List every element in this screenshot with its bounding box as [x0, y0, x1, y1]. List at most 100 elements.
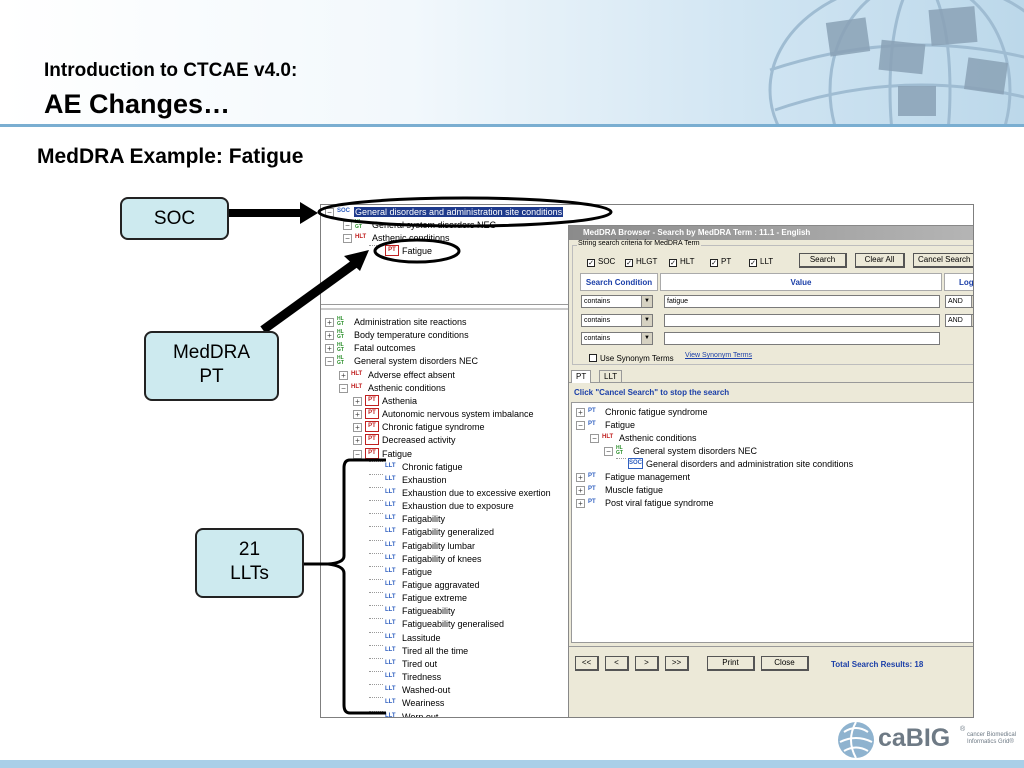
condition-select-1[interactable]: contains▼ [581, 295, 653, 308]
tab-llt[interactable]: LLT [599, 370, 623, 383]
expand-icon[interactable]: + [325, 331, 334, 341]
clear-all-button[interactable]: Clear All [855, 253, 905, 268]
print-button[interactable]: Print [707, 656, 755, 671]
checkbox-icon[interactable]: ✓ [749, 259, 757, 267]
cancel-search-button[interactable]: Cancel Search [913, 253, 973, 268]
checkbox-hlgt[interactable]: ✓HLGT [625, 257, 658, 267]
checkbox-pt[interactable]: ✓PT [710, 257, 732, 267]
use-synonym-checkbox[interactable]: Use Synonym Terms [589, 353, 674, 364]
first-page-button[interactable]: << [575, 656, 599, 671]
close-button[interactable]: Close [761, 656, 809, 671]
collapse-icon[interactable]: − [339, 383, 348, 393]
collapse-icon[interactable]: − [343, 234, 352, 243]
chevron-down-icon[interactable]: ▼ [641, 296, 652, 307]
soc-icon: SOC [628, 458, 644, 469]
expand-icon[interactable]: + [353, 436, 362, 446]
checkbox-icon[interactable]: ✓ [710, 259, 718, 267]
value-input-3[interactable] [664, 332, 940, 345]
checkbox-icon[interactable]: ✓ [625, 259, 633, 267]
view-synonym-link[interactable]: View Synonym Terms [685, 352, 753, 359]
expand-icon[interactable]: + [576, 473, 585, 482]
search-button[interactable]: Search [799, 253, 847, 268]
expand-icon[interactable]: + [576, 408, 585, 417]
value-input-2[interactable] [664, 314, 940, 327]
checkbox-llt[interactable]: ✓LLT [749, 257, 774, 267]
next-page-button[interactable]: > [635, 656, 659, 671]
expand-icon[interactable]: + [353, 410, 362, 420]
chevron-down-icon[interactable]: ▼ [641, 333, 652, 344]
checkbox-icon[interactable] [589, 354, 597, 362]
logic-select-1[interactable]: AND▼ [945, 295, 973, 308]
collapse-icon[interactable]: − [353, 449, 362, 459]
tab-pt[interactable]: PT [571, 370, 592, 383]
expand-icon[interactable]: + [325, 318, 334, 327]
expand-icon[interactable]: + [353, 423, 362, 433]
condition-select-3[interactable]: contains▼ [581, 332, 653, 345]
chevron-down-icon[interactable]: ▼ [971, 296, 973, 307]
chevron-down-icon[interactable]: ▼ [971, 315, 973, 326]
collapse-icon[interactable]: − [576, 421, 585, 430]
value-input-1[interactable]: fatigue [664, 295, 940, 308]
chevron-down-icon[interactable]: ▼ [641, 315, 652, 326]
last-page-button[interactable]: >> [665, 656, 689, 671]
collapse-icon[interactable]: − [325, 357, 334, 367]
prev-page-button[interactable]: < [605, 656, 629, 671]
condition-select-2[interactable]: contains▼ [581, 314, 653, 327]
pt-icon: PT [588, 486, 596, 492]
expand-icon[interactable]: + [353, 396, 362, 406]
expand-icon[interactable]: + [339, 370, 348, 380]
logic-select-2[interactable]: AND▼ [945, 314, 973, 327]
checkbox-icon[interactable]: ✓ [669, 259, 677, 267]
checkbox-hlt[interactable]: ✓HLT [669, 257, 695, 267]
expand-icon[interactable]: + [576, 499, 585, 508]
checkbox-icon[interactable]: ✓ [587, 259, 595, 267]
checkbox-soc[interactable]: ✓SOC [587, 257, 616, 267]
expand-icon[interactable]: + [325, 344, 334, 354]
collapse-icon[interactable]: − [604, 447, 613, 456]
collapse-icon[interactable]: − [590, 434, 599, 443]
expand-icon[interactable]: + [576, 486, 585, 495]
tree-label: Lassitude [402, 632, 441, 643]
tree-label: Washed-out [402, 685, 451, 696]
